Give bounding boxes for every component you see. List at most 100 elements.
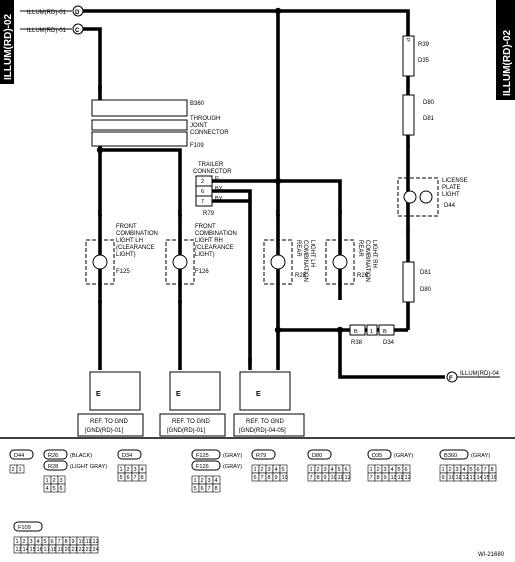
ground-block-2[interactable]: E REF. TO GND [GND(RD)-01] — [159, 371, 226, 437]
svg-text:REAR: REAR — [357, 240, 363, 257]
svg-text:D44: D44 — [14, 453, 24, 459]
legend-code-f126[interactable]: F126 — [191, 460, 221, 471]
ref-in-d[interactable]: ILLUM(RD)-01 D — [20, 5, 84, 17]
lamp-front-lh[interactable]: FRONT COMBINATION LIGHT LH (CLEARANCE LI… — [85, 224, 158, 285]
svg-text:R26: R26 — [357, 273, 369, 279]
lamp-license-plate[interactable]: LICENSE PLATE LIGHT D44 — [397, 177, 468, 217]
legend-code-f125[interactable]: F125 — [191, 449, 221, 460]
svg-text:ILLUM(RD)-04: ILLUM(RD)-04 — [460, 371, 500, 377]
wire-out-f — [338, 330, 445, 379]
svg-text:(CLEARANCE: (CLEARANCE — [195, 245, 234, 251]
legend-code-f109[interactable]: F109 — [13, 521, 43, 532]
svg-text:FRONT: FRONT — [195, 224, 216, 230]
svg-text:BY: BY — [215, 186, 223, 192]
legend-pin-label: 6 — [345, 467, 348, 473]
svg-text:COMBINATION: COMBINATION — [116, 231, 158, 237]
svg-text:REF. TO GND: REF. TO GND — [172, 419, 210, 425]
legend-code-d80[interactable]: D80 — [307, 449, 332, 460]
svg-text:THROUGH: THROUGH — [190, 116, 220, 122]
legend-note: (GRAY) — [394, 453, 413, 459]
legend-pin-label: 9 — [442, 475, 445, 481]
legend-code-r79[interactable]: R79 — [251, 449, 276, 460]
legend-pin-cell — [402, 472, 411, 482]
svg-text:LICENSE: LICENSE — [442, 178, 468, 184]
svg-text:2: 2 — [201, 179, 204, 185]
svg-text:LIGHT LH: LIGHT LH — [309, 240, 315, 267]
through-joint-connector[interactable]: B360 THROUGH JOINT CONNECTOR F109 — [91, 99, 229, 149]
svg-text:F126: F126 — [195, 269, 209, 275]
svg-text:JOINT: JOINT — [190, 123, 208, 129]
legend-pin-label: 4 — [331, 467, 334, 473]
legend-pin-label: 14 — [23, 547, 29, 553]
legend-pin-label: 3 — [134, 467, 137, 473]
footer-id: WI-21680 — [478, 552, 505, 558]
legend-pin-label: 6 — [477, 467, 480, 473]
legend-pin-label: 3 — [208, 478, 211, 484]
svg-text:COMBINATION: COMBINATION — [364, 240, 370, 282]
lamp-rear-lh[interactable]: REAR COMBINATION LIGHT LH R28 — [263, 239, 315, 285]
legend-code-b360[interactable]: B360 — [439, 449, 469, 460]
legend-pin-label: 4 — [391, 467, 394, 473]
trailer-connector[interactable]: TRAILER CONNECTOR 2 6 7 P BY BY R79 — [193, 162, 232, 217]
lamp-front-rh[interactable]: FRONT COMBINATION LIGHT RH (CLEARANCE LI… — [165, 224, 237, 285]
svg-text:REAR: REAR — [295, 240, 301, 257]
legend-code-r26[interactable]: R26 — [43, 449, 68, 460]
legend-pin-label: 1 — [46, 478, 49, 484]
legend-pin-label: 8 — [141, 475, 144, 481]
wire-color-label: P — [336, 210, 342, 214]
legend-pin-label: 11 — [456, 475, 462, 481]
legend-code-d34[interactable]: D34 — [117, 449, 142, 460]
legend-note: (BLACK) — [70, 453, 92, 459]
legend-pin-label: 4 — [46, 486, 49, 492]
legend-pin-label: 24 — [93, 547, 99, 553]
svg-text:D44: D44 — [444, 203, 456, 209]
legend-note: (GRAY) — [471, 453, 490, 459]
legend-pin-label: 4 — [37, 539, 40, 545]
connector-d81[interactable]: D81 D80 — [402, 261, 432, 303]
wire-c-to-joint — [83, 27, 102, 105]
legend-pin-label: 1 — [370, 467, 373, 473]
svg-text:LIGHT LH: LIGHT LH — [116, 238, 143, 244]
bottom-connector[interactable]: B 1 B R38 D34 — [349, 324, 395, 346]
legend-pin-label: 2 — [449, 467, 452, 473]
legend-pin-cell — [488, 472, 497, 482]
legend-pin-label: 1 — [254, 467, 257, 473]
legend-code-d35[interactable]: D35 — [367, 449, 392, 460]
wire-color-label: BY — [246, 358, 252, 366]
legend-pin-label: 8 — [491, 467, 494, 473]
legend-pin-label: 16 — [491, 475, 497, 481]
svg-text:REF. TO GND: REF. TO GND — [90, 419, 128, 425]
svg-text:E: E — [256, 391, 261, 398]
ref-in-c[interactable]: ILLUM(RD)-01 C — [20, 23, 84, 35]
legend-pin-cell — [212, 483, 221, 493]
svg-text:F125: F125 — [196, 453, 209, 459]
connector-d80[interactable]: D80 D81 — [402, 94, 435, 136]
junction — [336, 326, 344, 334]
legend-code-d44[interactable]: D44 — [9, 449, 34, 460]
legend-pin-cell — [16, 464, 25, 474]
svg-text:PLATE: PLATE — [442, 185, 461, 191]
legend-pin-label: 7 — [58, 539, 61, 545]
legend-pin-label: 20 — [65, 547, 71, 553]
legend-pin-label: 2 — [201, 478, 204, 484]
legend-pin-label: 12 — [345, 475, 351, 481]
ref-out-f[interactable]: F ILLUM(RD)-04 — [446, 371, 500, 383]
ground-block-1[interactable]: E REF. TO GND [GND(RD)-01] — [77, 371, 144, 437]
junction — [274, 7, 282, 15]
wire-color-label: LG — [176, 210, 182, 217]
legend-pin-label: 5 — [120, 475, 123, 481]
legend-pin-label: 10 — [331, 475, 337, 481]
legend-pin-label: 6 — [405, 467, 408, 473]
legend-pin-label: 3 — [324, 467, 327, 473]
lamp-rear-rh[interactable]: REAR COMBINATION LIGHT RH R26 — [325, 239, 377, 285]
legend-code-r28[interactable]: R28 — [43, 460, 68, 471]
ground-block-3[interactable]: E REF. TO GND [GND(RD)-04-05] — [233, 371, 305, 437]
svg-text:R28: R28 — [48, 464, 58, 470]
svg-text:E: E — [96, 391, 101, 398]
connector-r39[interactable]: R39 D35 — [402, 35, 430, 77]
legend-pin-label: 22 — [79, 547, 85, 553]
legend-pin-cell — [138, 472, 147, 482]
legend-pin-label: 12 — [93, 539, 99, 545]
legend-pin-label: 12 — [405, 475, 411, 481]
